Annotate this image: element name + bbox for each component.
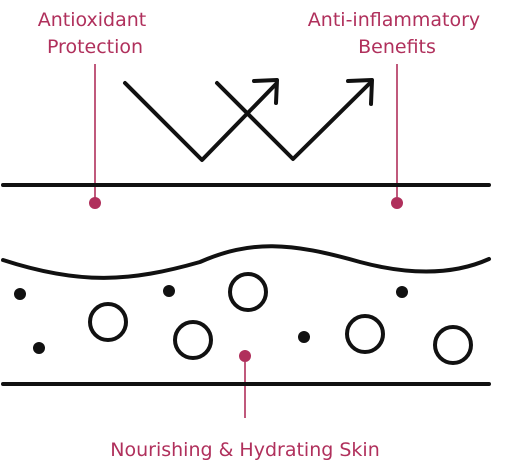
cell-dot [33,342,45,354]
skin-wave-line [1,244,491,280]
cell-dot [163,285,175,297]
cell-dot [14,288,26,300]
cell-ring [173,320,213,360]
cell-ring [228,272,268,312]
antioxidant-label-line-1: Antioxidant [38,9,147,31]
arrow-head-right [346,78,374,106]
antioxidant-label-line-2: Protection [47,36,143,58]
anti-inflammatory-label: Anti-inflammatory Benefits [308,9,486,58]
arrow-head-left [252,78,279,105]
zigzag-arrow-left [123,81,278,162]
anti-inflammatory-label-line-2: Benefits [358,36,436,58]
antioxidant-marker [89,197,101,209]
skin-cells [14,272,473,365]
nourishing-marker [239,350,251,362]
nourishing-label: Nourishing & Hydrating Skin [110,439,380,461]
cell-ring [345,314,385,354]
cell-dot [298,331,310,343]
cell-ring [433,325,473,365]
deflection-arrows-icon [123,78,374,162]
cell-ring [88,302,128,342]
anti-inflammatory-marker [391,197,403,209]
zigzag-arrow-right [215,81,371,161]
anti-inflammatory-label-line-1: Anti-inflammatory [308,9,480,31]
cell-dot [396,286,408,298]
antioxidant-label: Antioxidant Protection [38,9,153,58]
